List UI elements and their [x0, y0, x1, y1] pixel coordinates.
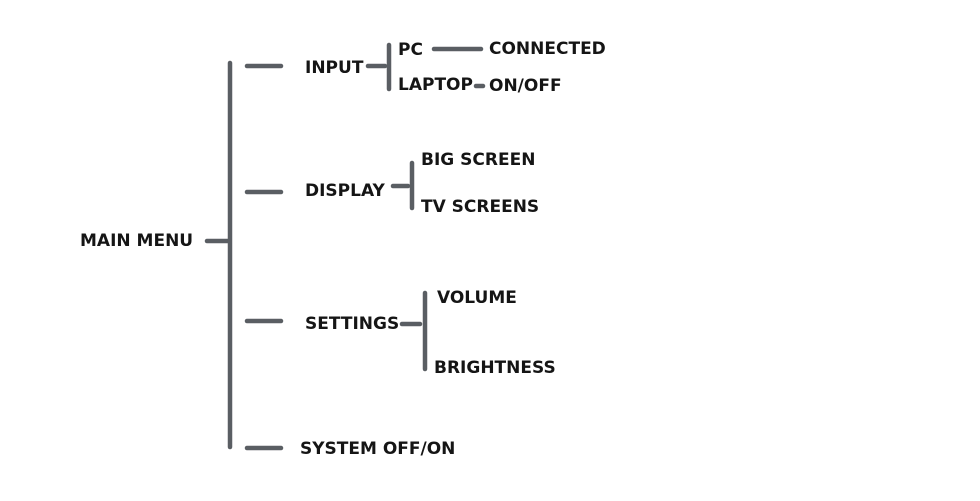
volume-node-label: VOLUME: [437, 288, 517, 308]
laptop-node-label: LAPTOP: [398, 75, 473, 95]
settings-node-label: SETTINGS: [305, 314, 399, 334]
root-node-label: MAIN MENU: [80, 231, 193, 251]
laptop-value-label: ON/OFF: [489, 76, 562, 96]
tv-screens-node-label: TV SCREENS: [421, 197, 539, 217]
system-node-label: SYSTEM OFF/ON: [300, 439, 455, 459]
pc-node-label: PC: [398, 40, 423, 60]
big-screen-node-label: BIG SCREEN: [421, 150, 535, 170]
input-node-label: INPUT: [305, 58, 364, 78]
brightness-node-label: BRIGHTNESS: [434, 358, 556, 378]
pc-value-label: CONNECTED: [489, 39, 606, 59]
display-node-label: DISPLAY: [305, 181, 386, 201]
